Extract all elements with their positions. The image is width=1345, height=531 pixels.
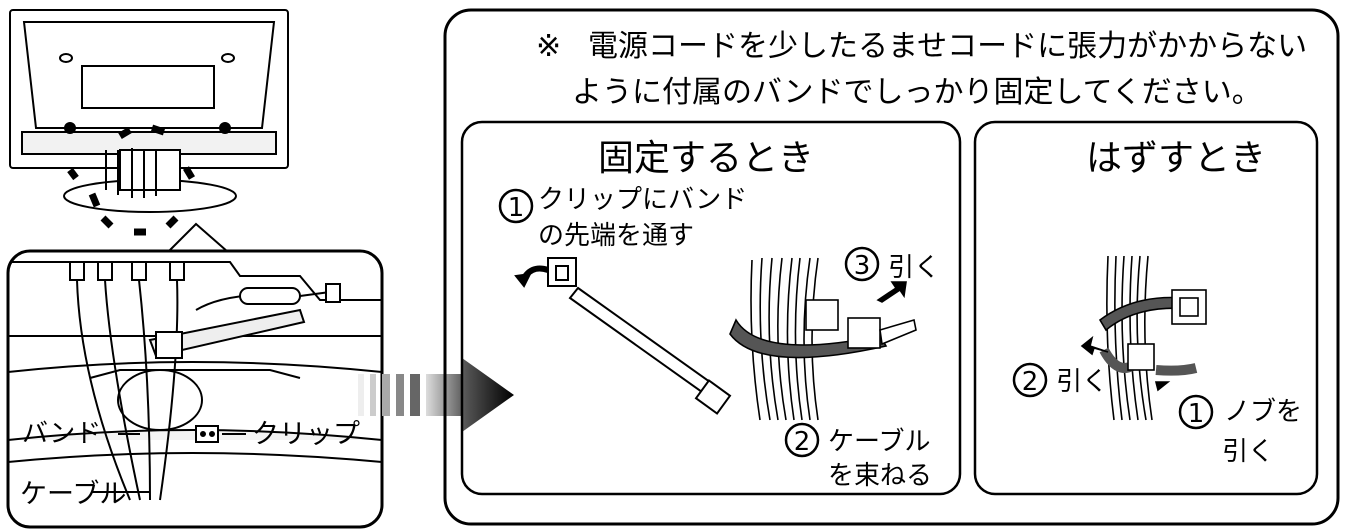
fix-step2-badge — [784, 422, 820, 458]
remove-step1-line2: 引く — [1222, 437, 1274, 467]
fix-step1-badge — [498, 188, 534, 224]
instruction-frame — [443, 8, 1340, 526]
fix-step1-number: 1 — [508, 193, 525, 223]
clip-label: クリップ — [252, 419, 360, 450]
fix-step1-line2: の先端を通す — [538, 221, 694, 251]
fix-step3-number: 3 — [854, 251, 871, 281]
fix-step3-text: 引く — [888, 253, 940, 283]
transition-arrow — [358, 358, 514, 432]
remove-step2-badge — [1012, 362, 1048, 398]
callout-pointer — [167, 222, 229, 253]
fix-step1-illustration — [514, 257, 732, 415]
fix-step3-badge — [844, 246, 880, 282]
fix-panel — [460, 120, 962, 496]
remove-step2-number: 2 — [1022, 367, 1039, 397]
remove-illustration — [1080, 255, 1207, 421]
remove-panel-title: はずすとき — [1086, 138, 1266, 179]
notice-mark: ※ — [536, 29, 561, 64]
fix-step2-number: 2 — [794, 427, 811, 457]
remove-panel — [973, 120, 1319, 496]
detail-illustration — [8, 261, 382, 501]
cable-label: ケーブル — [20, 479, 126, 510]
fix-step2-line2: を束ねる — [828, 461, 932, 491]
band-path-dashes — [67, 124, 196, 236]
notice-line-2: ように付属のバンドでしっかり固定してください。 — [572, 75, 1262, 110]
tv-rear-illustration — [9, 9, 289, 213]
fix-step2-line1: ケーブル — [828, 427, 930, 457]
band-label: バンド — [22, 419, 101, 449]
remove-step1-number: 1 — [1188, 399, 1205, 429]
remove-step2-text: 引く — [1056, 367, 1108, 397]
remove-step1-line1: ノブを — [1224, 397, 1302, 427]
fix-panel-title: 固定するとき — [598, 138, 814, 179]
fix-step2-illustration — [729, 257, 917, 421]
fix-step1-line1: クリップにバンド — [538, 185, 747, 215]
notice-line-1: 電源コードを少したるませコードに張力がかからない — [588, 29, 1307, 64]
remove-step1-badge — [1178, 394, 1214, 430]
